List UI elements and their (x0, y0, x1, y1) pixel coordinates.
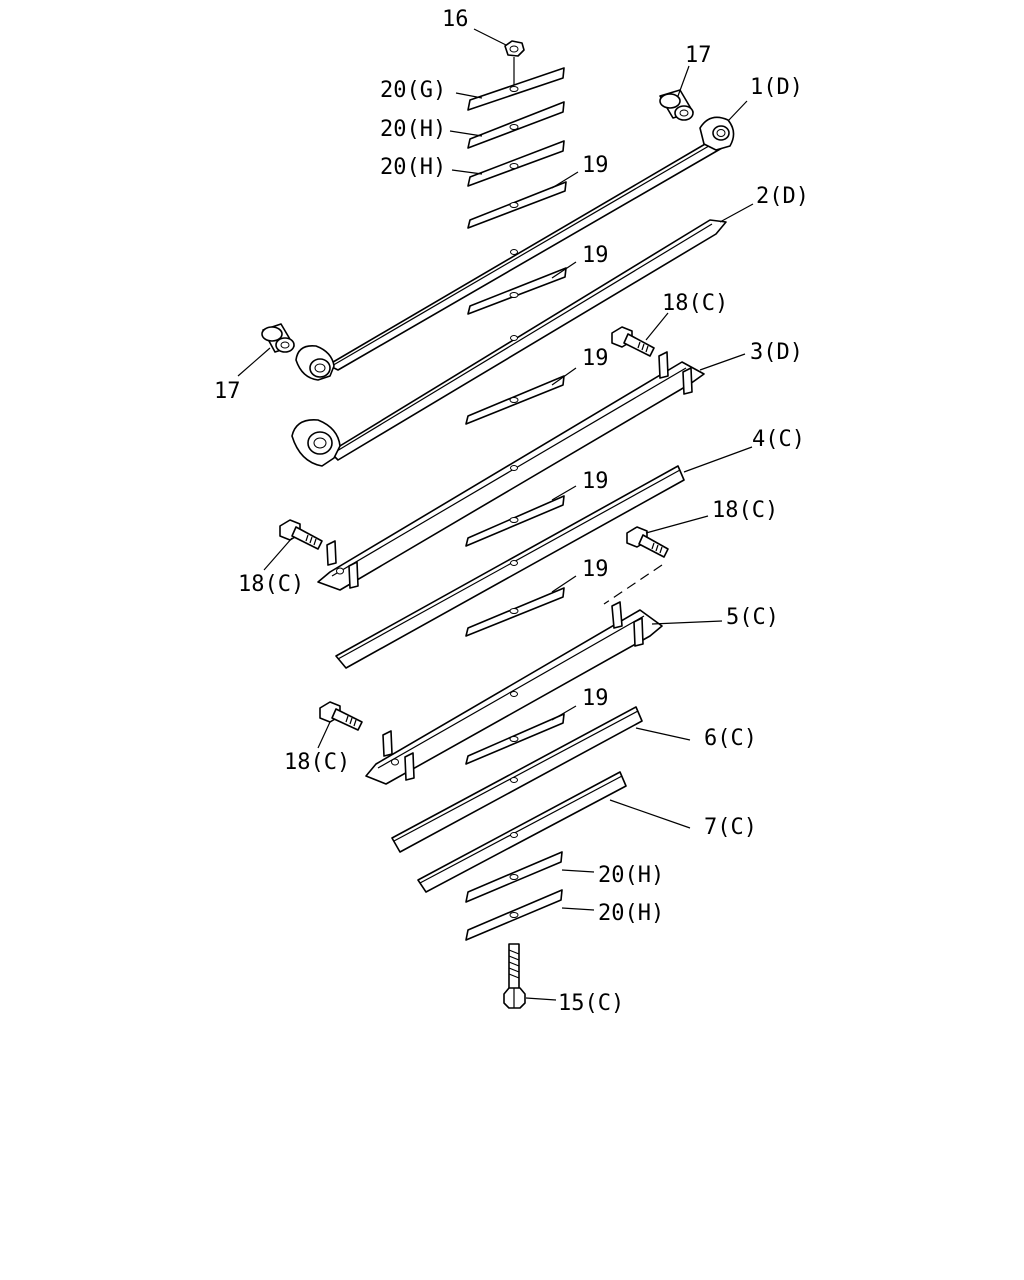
label-20h-3: 20(H) (598, 863, 664, 888)
leader-lines (237, 28, 754, 1001)
part-2-second-leaf (291, 219, 727, 467)
part-18-bolt-right-middle (603, 526, 669, 605)
label-18-left-upper: 18(C) (238, 572, 304, 597)
part-labels: 16 20(G) 20(H) 20(H) 19 17 1(D) 2(D) 19 … (214, 7, 809, 1016)
label-17-top: 17 (685, 43, 712, 68)
part-19-pad-3 (465, 375, 565, 425)
part-15-center-bolt (503, 943, 526, 1009)
label-19-6: 19 (582, 686, 609, 711)
label-19-3: 19 (582, 346, 609, 371)
part-19-pad-4 (465, 495, 565, 547)
part-18-bolt-left-lower (319, 701, 363, 731)
part-3-third-leaf (317, 351, 705, 591)
part-20h-shim-3 (465, 851, 563, 903)
label-6: 6(C) (704, 726, 757, 751)
part-20h-shim-4 (465, 889, 563, 941)
label-19-4: 19 (582, 469, 609, 494)
label-4: 4(C) (752, 427, 805, 452)
label-19-2: 19 (582, 243, 609, 268)
label-20g: 20(G) (380, 78, 446, 103)
part-17-bushing-top (659, 89, 694, 121)
label-18-left-lower: 18(C) (284, 750, 350, 775)
label-7: 7(C) (704, 815, 757, 840)
label-18-right-middle: 18(C) (712, 498, 778, 523)
part-17-bushing-left (261, 323, 295, 353)
label-1: 1(D) (750, 75, 803, 100)
label-18-upper-right: 18(C) (662, 291, 728, 316)
part-6-sixth-leaf (391, 706, 643, 853)
label-20h-2: 20(H) (380, 155, 446, 180)
part-19-pad-1 (467, 181, 567, 229)
label-20h-1: 20(H) (380, 117, 446, 142)
label-5: 5(C) (726, 605, 779, 630)
part-20g-shim (467, 67, 565, 111)
label-19-5: 19 (582, 557, 609, 582)
part-18-bolt-left-upper (279, 519, 323, 550)
label-15: 15(C) (558, 991, 624, 1016)
label-16: 16 (442, 7, 469, 32)
label-3: 3(D) (750, 340, 803, 365)
part-19-pad-5 (465, 587, 565, 637)
part-16-nut (504, 40, 525, 86)
part-20h-shim-1 (467, 101, 565, 149)
label-19-1: 19 (582, 153, 609, 178)
label-20h-4: 20(H) (598, 901, 664, 926)
part-18-bolt-upper-right (611, 326, 655, 357)
part-7-seventh-leaf (417, 771, 627, 893)
part-5-fifth-leaf (365, 601, 663, 785)
label-2: 2(D) (756, 184, 809, 209)
part-19-pad-6 (465, 713, 565, 765)
part-1-main-leaf (295, 116, 735, 381)
part-4-fourth-leaf (335, 465, 685, 669)
part-20h-shim-2 (467, 140, 565, 187)
label-17-left: 17 (214, 379, 241, 404)
